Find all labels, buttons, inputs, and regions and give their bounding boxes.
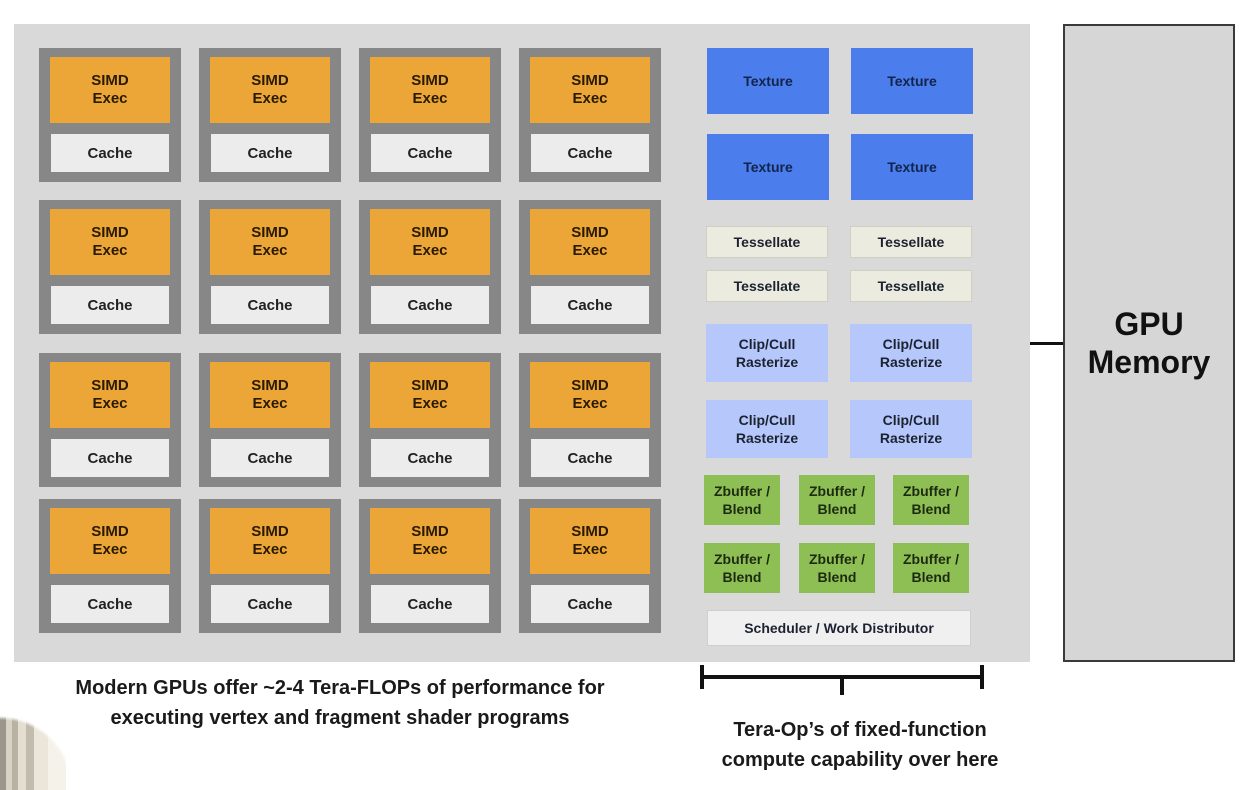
cache-unit: Cache — [371, 585, 489, 623]
zbuffer-blend-unit: Zbuffer /Blend — [893, 475, 969, 525]
caption-line: Tera-Op’s of fixed-function — [733, 719, 987, 741]
cache-unit: Cache — [531, 585, 649, 623]
zbuffer-blend-unit: Zbuffer /Blend — [704, 475, 780, 525]
cache-unit: Cache — [531, 134, 649, 172]
cache-unit: Cache — [211, 585, 329, 623]
caption-line: compute capability over here — [721, 749, 999, 771]
cache-unit: Cache — [51, 286, 169, 324]
cache-unit: Cache — [51, 439, 169, 477]
cache-unit: Cache — [371, 439, 489, 477]
tessellate-unit: Tessellate — [850, 226, 972, 258]
scheduler-work-distributor: Scheduler / Work Distributor — [707, 610, 971, 646]
cache-unit: Cache — [531, 286, 649, 324]
texture-unit: Texture — [707, 134, 829, 200]
gpu-memory-block: GPU Memory — [1063, 24, 1235, 662]
tessellate-unit: Tessellate — [850, 270, 972, 302]
speaker-thumbnail — [0, 700, 66, 790]
caption-line: Modern GPUs offer ~2-4 Tera-FLOPs of per… — [75, 677, 605, 699]
caption-line: executing vertex and fragment shader pro… — [110, 707, 570, 729]
gpu-memory-label: GPU Memory — [1087, 306, 1211, 380]
cache-unit: Cache — [211, 439, 329, 477]
texture-unit: Texture — [707, 48, 829, 114]
tessellate-unit: Tessellate — [706, 270, 828, 302]
texture-unit: Texture — [851, 48, 973, 114]
cache-unit: Cache — [531, 439, 649, 477]
cache-unit: Cache — [371, 286, 489, 324]
bracket-center-tick — [840, 677, 844, 695]
memory-connector-line — [1030, 342, 1064, 345]
zbuffer-blend-unit: Zbuffer /Blend — [704, 543, 780, 593]
cache-unit: Cache — [211, 134, 329, 172]
cache-unit: Cache — [51, 134, 169, 172]
bracket-left-tick — [700, 665, 704, 689]
zbuffer-blend-unit: Zbuffer /Blend — [799, 475, 875, 525]
texture-unit: Texture — [851, 134, 973, 200]
tessellate-unit: Tessellate — [706, 226, 828, 258]
shader-performance-caption: Modern GPUs offer ~2-4 Tera-FLOPs of per… — [30, 673, 650, 733]
cache-unit: Cache — [371, 134, 489, 172]
zbuffer-blend-unit: Zbuffer /Blend — [893, 543, 969, 593]
fixed-function-caption: Tera-Op’s of fixed-function compute capa… — [680, 715, 1040, 775]
cache-unit: Cache — [211, 286, 329, 324]
zbuffer-blend-unit: Zbuffer /Blend — [799, 543, 875, 593]
bracket-right-tick — [980, 665, 984, 689]
cache-unit: Cache — [51, 585, 169, 623]
